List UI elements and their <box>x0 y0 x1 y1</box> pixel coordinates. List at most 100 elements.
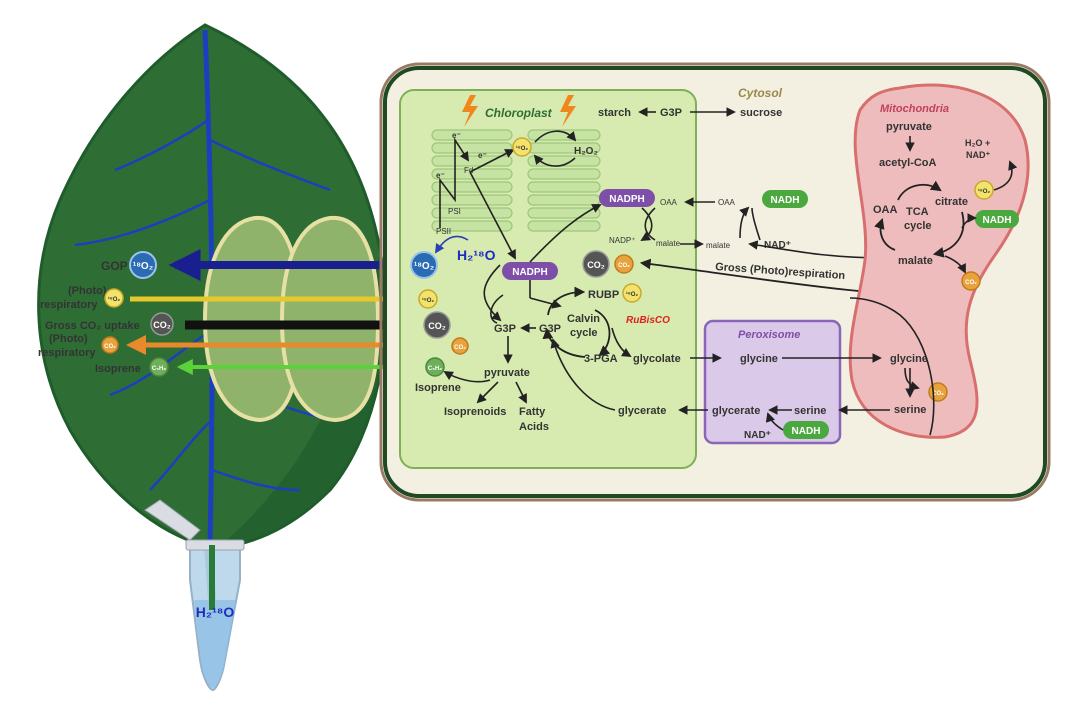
nadph-top-pill <box>599 189 655 207</box>
leaf-vein <box>209 138 331 192</box>
c5h8-edge-badge <box>425 357 445 377</box>
arrow <box>515 381 527 404</box>
tca-arrow <box>874 217 896 251</box>
isoprene-label: Isoprene <box>95 363 141 375</box>
arrow <box>849 297 935 436</box>
co2-big-badge <box>423 311 451 339</box>
gross-co2-label: Gross CO₂ uptake <box>45 320 140 332</box>
psii-label: PSII <box>436 227 451 236</box>
sucrose-label: sucrose <box>740 107 782 119</box>
cycle-arrow <box>533 154 576 167</box>
arrow <box>944 255 966 274</box>
lightning-icon <box>462 95 478 127</box>
photo-resp-top-label-2: respiratory <box>40 299 98 311</box>
thylakoid-stack-right <box>527 129 601 232</box>
arrow <box>904 367 920 391</box>
leaf: H₂¹⁸O <box>37 23 388 692</box>
photo-resp-top-label: (Photo) <box>68 285 107 297</box>
isoprenoids-label: Isoprenoids <box>444 406 506 418</box>
o18-mito-badge <box>974 180 994 200</box>
arrow <box>640 207 653 242</box>
cytosol-title: Cytosol <box>738 86 783 100</box>
arrow <box>765 412 784 431</box>
co2-orange-badge <box>451 337 469 355</box>
c5h8-badge-label: C₅H₈ <box>152 366 166 372</box>
arrow <box>751 207 761 241</box>
leaf-vein <box>74 198 211 247</box>
co2-mito-label: CO₂ <box>965 280 977 286</box>
arrow <box>993 160 1018 191</box>
arrow <box>483 264 502 322</box>
nadph-mid-label: NADPH <box>512 267 548 278</box>
nadph-top-label: NADPH <box>609 194 645 205</box>
malate-cytosol-label: malate <box>706 241 731 250</box>
tca-arrow <box>897 180 942 201</box>
pyruvate-mito-label: pyruvate <box>886 121 932 133</box>
arrow <box>476 381 499 404</box>
o18-mito-label: ¹⁸O₂ <box>978 188 991 195</box>
tca-arrow <box>932 211 965 258</box>
g3p-left-label: G3P <box>494 323 516 335</box>
pyruvate-chloro-label: pyruvate <box>484 367 530 379</box>
arrow <box>469 171 516 260</box>
mitochondria <box>848 83 1030 439</box>
o18-chloro-badge-label: ¹⁸O₂ <box>516 145 529 152</box>
e-label: e⁻ <box>452 131 461 140</box>
arrow <box>529 204 602 263</box>
arrow <box>469 149 515 173</box>
glycerate-perox-label: glycerate <box>712 405 760 417</box>
co2-calvin-label: CO₂ <box>587 260 605 270</box>
peroxisome <box>703 319 842 445</box>
pga-label: 3-PGA <box>584 353 618 365</box>
arrow <box>529 297 562 309</box>
rubisco-label: RuBisCO <box>626 315 670 326</box>
glycine-mito-label: glycine <box>890 353 928 365</box>
co2-big-label: CO₂ <box>428 321 446 331</box>
peroxisome-title: Peroxisome <box>738 329 800 341</box>
water-split-arrow <box>434 235 469 254</box>
nadp-label: NADP⁺ <box>609 236 635 245</box>
o18-edge-blue-badge <box>410 251 438 279</box>
lightning-icon <box>560 95 576 127</box>
citrate-label: citrate <box>935 196 968 208</box>
leaf-labels: GOP ¹⁸O₂ (Photo) respiratory ¹⁸O₂ Gross … <box>38 251 174 377</box>
glycine-perox-label: glycine <box>740 353 778 365</box>
arrow <box>644 207 656 241</box>
calvin-arrow <box>547 286 586 316</box>
o18-small-badge <box>104 288 124 308</box>
nadph-mid-pill <box>502 262 558 280</box>
arrow <box>739 206 750 239</box>
fatty-acids-label-2: Acids <box>519 421 549 433</box>
o18-edge-label: ¹⁸O₂ <box>422 297 435 304</box>
o18-rubp-badge <box>622 283 642 303</box>
co2-calvin-badge <box>582 250 610 278</box>
oaa-cytosol-label: OAA <box>718 198 736 207</box>
co2-small-badge-label: CO₂ <box>104 344 116 350</box>
fatty-acids-label: Fatty <box>519 406 546 418</box>
leaf-midrib <box>202 29 215 546</box>
arrow <box>550 338 616 411</box>
leaf-vein <box>149 419 213 491</box>
arrow <box>611 327 632 357</box>
g3p-cytosol-label: G3P <box>660 107 682 119</box>
g3p-right-label: G3P <box>539 323 561 335</box>
co2-small-badge <box>101 336 119 354</box>
mitochondria-title: Mitochondria <box>880 103 949 115</box>
nadh-perox-pill <box>783 421 829 439</box>
c5h8-badge <box>149 357 169 377</box>
leaf-vein <box>114 118 209 172</box>
nadh-perox-label: NADH <box>792 426 821 437</box>
starch-label: starch <box>598 107 631 119</box>
calvin-label-2: cycle <box>570 327 598 339</box>
co2-badge-label: CO₂ <box>153 320 171 330</box>
rubp-label: RUBP <box>588 289 619 301</box>
co2-glycine-label: CO₂ <box>932 391 944 397</box>
h2o-center-label: H₂¹⁸O <box>457 247 496 263</box>
o18-chloro-badge <box>512 137 532 157</box>
o18-rubp-label: ¹⁸O₂ <box>626 291 639 298</box>
arrow <box>443 371 491 383</box>
thylakoid-stack-left <box>431 129 513 232</box>
o18-edge-badge <box>418 289 438 309</box>
cycle-arrow <box>534 130 577 143</box>
